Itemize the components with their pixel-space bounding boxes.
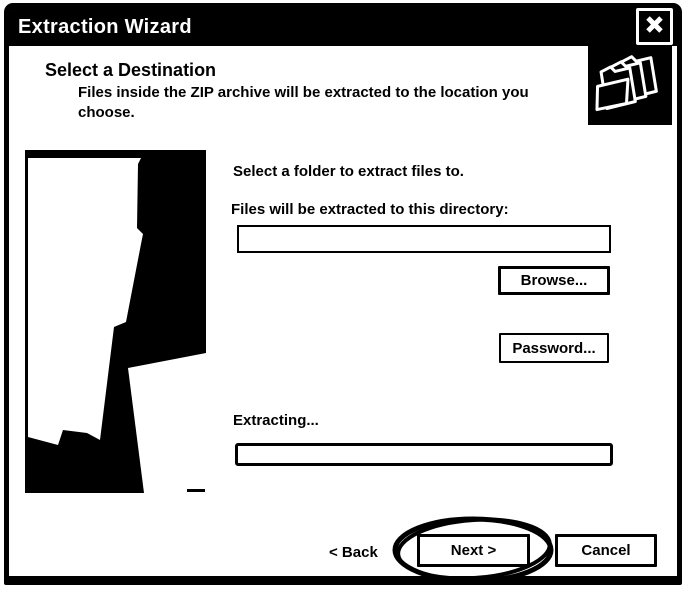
next-button[interactable]: Next > xyxy=(417,534,530,567)
instruction-text: Select a folder to extract files to. xyxy=(233,163,464,180)
zip-folder-stack-icon xyxy=(588,45,672,125)
extraction-progress-bar xyxy=(235,443,613,466)
wizard-sidebar-image xyxy=(25,150,206,493)
subtitle-line-1: Files inside the ZIP archive will be ext… xyxy=(78,84,529,101)
subtitle-line-2: choose. xyxy=(78,104,135,121)
extracting-label: Extracting... xyxy=(233,412,319,429)
close-icon xyxy=(645,15,664,39)
title-bar: Extraction Wizard xyxy=(9,8,677,46)
browse-button[interactable]: Browse... xyxy=(498,266,610,295)
extraction-wizard-dialog: Extraction Wizard Select a Destination F… xyxy=(4,3,682,585)
window-title: Extraction Wizard xyxy=(18,15,192,38)
directory-input[interactable] xyxy=(237,225,611,253)
password-button[interactable]: Password... xyxy=(499,333,609,363)
close-button[interactable] xyxy=(636,8,673,45)
back-button[interactable]: < Back xyxy=(329,541,378,565)
cancel-button[interactable]: Cancel xyxy=(555,534,657,567)
directory-label: Files will be extracted to this director… xyxy=(231,201,509,218)
page-title: Select a Destination xyxy=(45,60,217,80)
page-subtitle: Files inside the ZIP archive will be ext… xyxy=(78,83,578,123)
